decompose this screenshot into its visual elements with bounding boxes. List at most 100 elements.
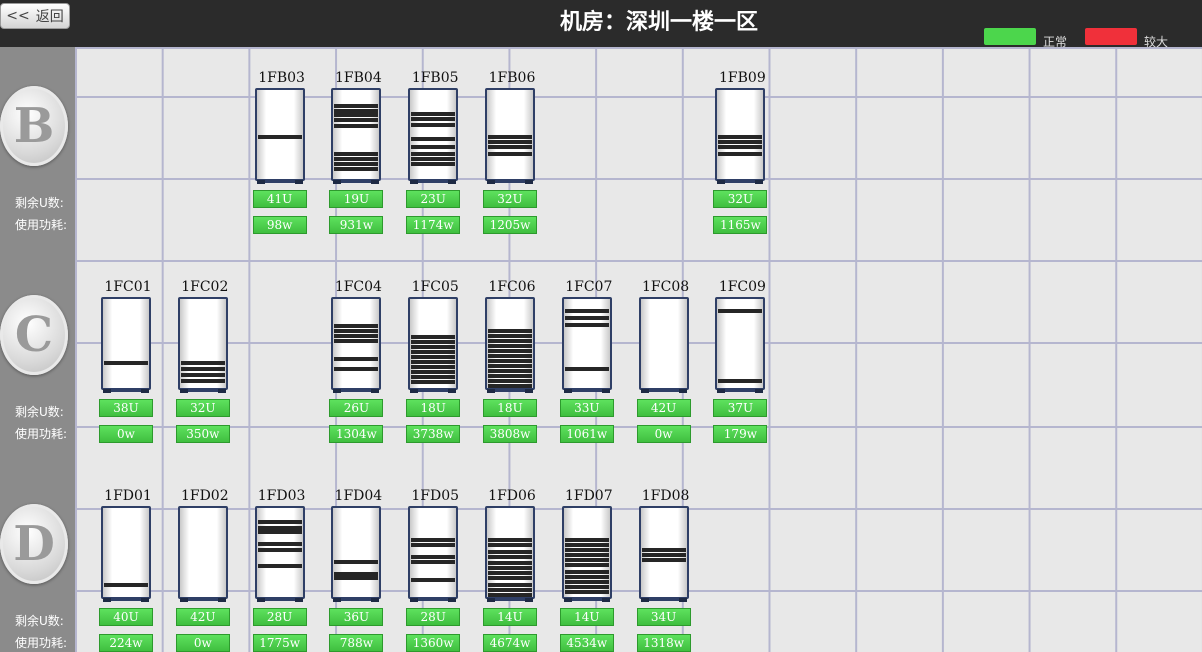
- rack-unit: [564, 570, 609, 574]
- rack-name: 1FC07: [565, 279, 613, 295]
- rack-unit: [257, 548, 302, 552]
- rack-unit: [564, 548, 609, 552]
- rack-unit: [718, 379, 763, 383]
- rack-cabinet[interactable]: [177, 506, 228, 599]
- rack-name: 1FC08: [642, 279, 690, 295]
- grid-line: [75, 590, 1202, 592]
- rack-base: [410, 180, 457, 184]
- rack-unit: [334, 124, 379, 128]
- power-label: 使用功耗:: [15, 427, 68, 441]
- rack-unit: [334, 162, 379, 166]
- rack-cabinet[interactable]: [485, 88, 535, 181]
- rack-unit: [488, 374, 532, 378]
- rack-unit: [564, 543, 609, 547]
- power-badge: 1165w: [713, 216, 768, 234]
- rack-unit: [488, 538, 532, 542]
- power-badge: 350w: [175, 425, 230, 443]
- rack-unit: [564, 590, 609, 594]
- power-badge: 1205w: [483, 216, 537, 234]
- remaining-u-badge: 28U: [252, 608, 307, 626]
- rack-cabinet[interactable]: [408, 506, 459, 599]
- rack-base: [410, 598, 457, 602]
- rack-base: [717, 389, 764, 393]
- power-badge: 4534w: [559, 634, 614, 652]
- rack-unit: [334, 367, 379, 371]
- power-label: 使用功耗:: [15, 218, 68, 232]
- rack-unit: [488, 576, 532, 580]
- rack-base: [333, 180, 380, 184]
- rack-cabinet[interactable]: [715, 88, 766, 181]
- grid-line: [75, 96, 1202, 98]
- power-badge: 1775w: [252, 634, 307, 652]
- rack-cabinet[interactable]: [408, 297, 459, 390]
- rack-unit: [334, 113, 379, 117]
- rack-unit: [257, 542, 302, 546]
- rack-unit: [411, 543, 456, 547]
- rack-unit: [564, 553, 609, 557]
- power-badge: 3808w: [483, 425, 537, 443]
- rack-unit: [488, 349, 532, 353]
- rack-unit: [334, 576, 379, 580]
- rack-unit: [180, 367, 225, 371]
- rack-unit: [718, 145, 763, 149]
- rack-cabinet[interactable]: [331, 297, 382, 390]
- rack-cabinet[interactable]: [638, 297, 689, 390]
- rack-cabinet[interactable]: [408, 88, 459, 181]
- power-badge: 788w: [329, 634, 384, 652]
- power-badge: 0w: [99, 425, 153, 443]
- rack-name: 1FD06: [488, 488, 536, 504]
- rack-base: [563, 389, 610, 393]
- rack-base: [563, 598, 610, 602]
- remaining-u-badge: 32U: [713, 190, 768, 208]
- rack-cabinet[interactable]: [561, 506, 612, 599]
- rack-name: 1FB06: [488, 70, 536, 86]
- rack-name: 1FB03: [258, 70, 305, 86]
- rack-name: 1FD01: [104, 488, 152, 504]
- row-badge-d: D: [0, 504, 68, 584]
- rack-cabinet[interactable]: [638, 506, 689, 599]
- rack-unit: [104, 583, 148, 587]
- rack-cabinet[interactable]: [331, 88, 382, 181]
- rack-base: [103, 598, 149, 602]
- rack-unit: [488, 543, 532, 547]
- rack-name: 1FC04: [334, 279, 382, 295]
- rack-unit: [334, 152, 379, 156]
- remaining-u-badge: 18U: [483, 399, 537, 417]
- rack-base: [179, 598, 226, 602]
- rack-unit: [257, 564, 302, 568]
- rack-unit: [334, 109, 379, 113]
- back-button[interactable]: << 返回: [0, 3, 70, 29]
- back-label: 返回: [35, 9, 64, 25]
- rack-cabinet[interactable]: [177, 297, 228, 390]
- legend-swatch-large: [1085, 28, 1137, 45]
- remaining-u-badge: 14U: [483, 608, 537, 626]
- rack-unit: [564, 538, 609, 542]
- double-chevron-left-icon: <<: [6, 8, 30, 24]
- rack-name: 1FD07: [564, 488, 613, 504]
- rack-unit: [488, 550, 532, 554]
- rack-cabinet[interactable]: [254, 88, 305, 181]
- rack-cabinet[interactable]: [331, 506, 382, 599]
- rack-unit: [334, 329, 379, 333]
- rack-cabinet[interactable]: [485, 506, 535, 599]
- rack-cabinet[interactable]: [101, 297, 151, 390]
- power-badge: 1318w: [636, 634, 691, 652]
- rack-base: [179, 389, 226, 393]
- rack-cabinet[interactable]: [101, 506, 151, 599]
- rack-unit: [257, 530, 302, 534]
- rack-unit: [564, 316, 609, 320]
- rack-unit: [641, 548, 686, 552]
- rack-base: [717, 180, 764, 184]
- rack-cabinet[interactable]: [254, 506, 305, 599]
- rack-cabinet[interactable]: [561, 297, 612, 390]
- rack-name: 1FC06: [488, 279, 536, 295]
- rack-unit: [411, 345, 456, 349]
- grid-line: [75, 178, 1202, 180]
- rack-unit: [411, 112, 456, 116]
- rack-name: 1FC05: [411, 279, 459, 295]
- rack-unit: [488, 354, 532, 358]
- rack-cabinet[interactable]: [715, 297, 766, 390]
- rack-base: [640, 389, 687, 393]
- rack-cabinet[interactable]: [485, 297, 535, 390]
- rack-unit: [718, 140, 763, 144]
